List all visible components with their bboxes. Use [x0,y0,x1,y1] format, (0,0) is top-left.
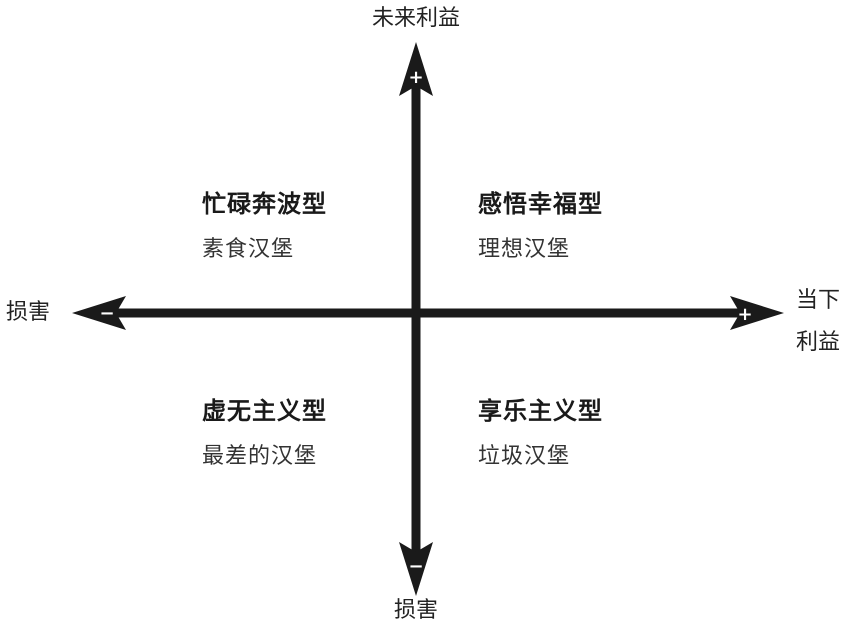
quadrant-title: 感悟幸福型 [478,190,603,218]
axis-left-label: 损害 [6,300,51,325]
quadrant-subtitle: 最差的汉堡 [202,444,318,469]
quadrant-title: 忙碌奔波型 [202,190,327,218]
left-sign: − [99,303,114,324]
arrow-down-icon [399,542,433,596]
arrow-right-icon [730,296,784,330]
quadrant-bottom-left: 虚无主义型 最差的汉堡 [202,391,327,470]
top-sign: + [408,67,423,88]
quadrant-subtitle: 垃圾汉堡 [478,444,571,469]
arrow-left-icon [72,296,126,330]
quadrant-subtitle: 理想汉堡 [478,237,571,262]
quadrant-top-right: 感悟幸福型 理想汉堡 [478,184,603,263]
quadrant-title: 享乐主义型 [478,397,603,425]
quadrant-subtitle: 素食汉堡 [202,237,295,262]
quadrant-title: 虚无主义型 [202,397,327,425]
axis-right-label-line1: 当下 [796,288,841,313]
quadrant-bottom-right: 享乐主义型 垃圾汉堡 [478,391,603,470]
axis-right-label-line2: 利益 [796,330,841,355]
arrow-up-icon [399,42,433,96]
bottom-sign: − [408,556,423,577]
axis-bottom-label: 损害 [394,598,439,623]
right-sign: + [737,304,752,325]
axis-top-label: 未来利益 [372,6,461,31]
quadrant-top-left: 忙碌奔波型 素食汉堡 [202,184,327,263]
